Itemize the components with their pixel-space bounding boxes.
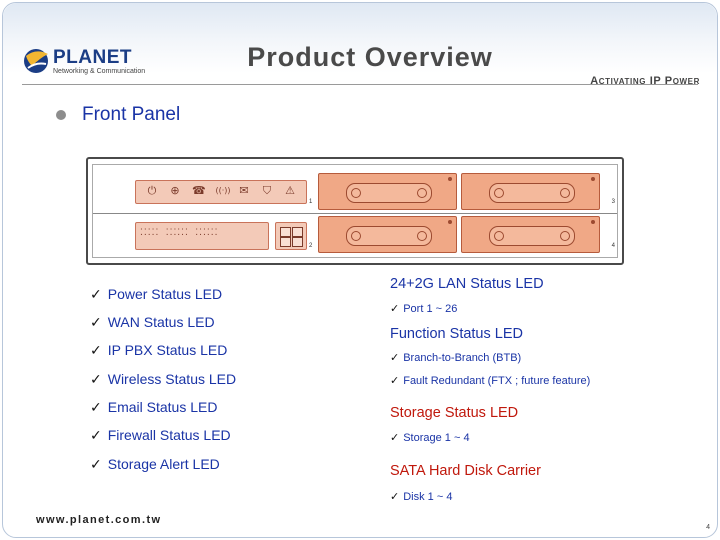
power-icon: ⏻ (147, 184, 157, 197)
lan-led-panel: ⁚⁚⁚⁚⁚ ⁚⁚⁚⁚⁚⁚ ⁚⁚⁚⁚⁚⁚ (135, 222, 269, 250)
title-divider (22, 84, 698, 85)
bay-number: 3 (611, 199, 615, 205)
disk-bay-3 (461, 173, 600, 210)
check-icon: ✓ (390, 374, 400, 387)
page-number: 4 (706, 524, 710, 531)
sata-carrier-detail-text: Disk 1 ~ 4 (403, 491, 453, 503)
email-icon: ✉ (239, 184, 249, 197)
disk-bay-1 (318, 173, 457, 210)
list-item: ✓ IP PBX Status LED (90, 342, 227, 359)
page-title: Product Overview (247, 42, 493, 72)
lan-status-heading: 24+2G LAN Status LED (390, 276, 544, 292)
disk-bay-4 (461, 216, 600, 253)
check-icon: ✓ (90, 287, 102, 303)
header-tagline: Activating IP Power (590, 75, 700, 87)
function-status-heading: Function Status LED (390, 326, 523, 342)
phone-icon: ☎ (192, 184, 206, 197)
lan-port-leds: ⁚⁚⁚⁚⁚ ⁚⁚⁚⁚⁚⁚ ⁚⁚⁚⁚⁚⁚ (140, 228, 219, 238)
alert-icon: ⚠ (285, 184, 295, 197)
bay-number: 4 (611, 243, 615, 249)
status-led-panel: ⏻ ⊕ ☎ ((·)) ✉ ⛉ ⚠ (135, 180, 307, 204)
front-panel-bezel: ⏻ ⊕ ☎ ((·)) ✉ ⛉ ⚠ ⁚⁚⁚⁚⁚ ⁚⁚⁚⁚⁚⁚ ⁚⁚⁚⁚⁚⁚ (92, 164, 618, 258)
disk-led (591, 220, 595, 224)
list-item-label: Email Status LED (107, 399, 218, 415)
check-icon: ✓ (90, 372, 102, 388)
function-led-panel (275, 222, 307, 250)
footer-url: www.planet.com.tw (36, 514, 162, 526)
function-status-detail-1: ✓Branch-to-Branch (BTB) (390, 351, 521, 364)
list-item: ✓ Email Status LED (90, 399, 217, 416)
list-item: ✓ Firewall Status LED (90, 427, 231, 444)
list-item-label: Power Status LED (107, 286, 223, 302)
list-item-label: Wireless Status LED (107, 371, 237, 387)
planet-globe-icon (24, 49, 48, 73)
sata-carrier-detail: ✓Disk 1 ~ 4 (390, 490, 452, 503)
disk-carrier-handle (488, 225, 575, 246)
storage-status-detail-text: Storage 1 ~ 4 (403, 432, 470, 444)
disk-led (448, 177, 452, 181)
list-item-label: Storage Alert LED (107, 456, 220, 472)
globe-icon: ⊕ (170, 184, 180, 197)
planet-logo: PLANET Networking & Communication (22, 44, 145, 78)
check-icon: ✓ (90, 400, 102, 416)
storage-led-1 (292, 227, 303, 237)
btb-led (280, 227, 291, 237)
front-panel-divider (93, 213, 617, 214)
list-item-label: Firewall Status LED (107, 427, 231, 443)
list-item: ✓ Wireless Status LED (90, 371, 236, 388)
list-item-label: WAN Status LED (107, 314, 215, 330)
disk-bay-2 (318, 216, 457, 253)
function-status-detail-2: ✓Fault Redundant (FTX ; future feature) (390, 374, 590, 387)
sata-carrier-heading: SATA Hard Disk Carrier (390, 463, 541, 479)
wireless-icon: ((·)) (215, 186, 231, 195)
disk-carrier-handle (345, 225, 432, 246)
check-icon: ✓ (390, 351, 400, 364)
front-panel-image: ⏻ ⊕ ☎ ((·)) ✉ ⛉ ⚠ ⁚⁚⁚⁚⁚ ⁚⁚⁚⁚⁚⁚ ⁚⁚⁚⁚⁚⁚ (86, 157, 624, 265)
logo-name: PLANET (53, 47, 132, 68)
check-icon: ✓ (90, 343, 102, 359)
function-status-detail-1-text: Branch-to-Branch (BTB) (403, 352, 522, 364)
list-item-label: IP PBX Status LED (107, 342, 228, 358)
storage-status-heading: Storage Status LED (390, 405, 519, 421)
section-title: Front Panel (82, 104, 181, 125)
check-icon: ✓ (90, 457, 102, 473)
logo-tagline: Networking & Communication (53, 68, 146, 75)
section-bullet-icon (56, 110, 66, 120)
storage-led-2 (292, 237, 303, 247)
lan-status-detail-text: Port 1 ~ 26 (403, 303, 458, 315)
lan-status-detail: ✓Port 1 ~ 26 (390, 302, 457, 315)
bay-number: 2 (309, 243, 313, 249)
check-icon: ✓ (90, 428, 102, 444)
check-icon: ✓ (390, 490, 400, 503)
bay-number: 1 (309, 199, 313, 205)
check-icon: ✓ (390, 431, 400, 444)
storage-status-detail: ✓Storage 1 ~ 4 (390, 431, 470, 444)
disk-carrier-handle (488, 182, 575, 203)
list-item: ✓ WAN Status LED (90, 314, 215, 331)
check-icon: ✓ (90, 315, 102, 331)
function-status-detail-2-text: Fault Redundant (FTX ; future feature) (403, 375, 591, 387)
check-icon: ✓ (390, 302, 400, 315)
disk-led (591, 177, 595, 181)
list-item: ✓ Power Status LED (90, 286, 222, 303)
firewall-icon: ⛉ (262, 184, 272, 197)
disk-carrier-handle (345, 182, 432, 203)
ftx-led (280, 237, 291, 247)
disk-led (448, 220, 452, 224)
list-item: ✓ Storage Alert LED (90, 456, 220, 473)
